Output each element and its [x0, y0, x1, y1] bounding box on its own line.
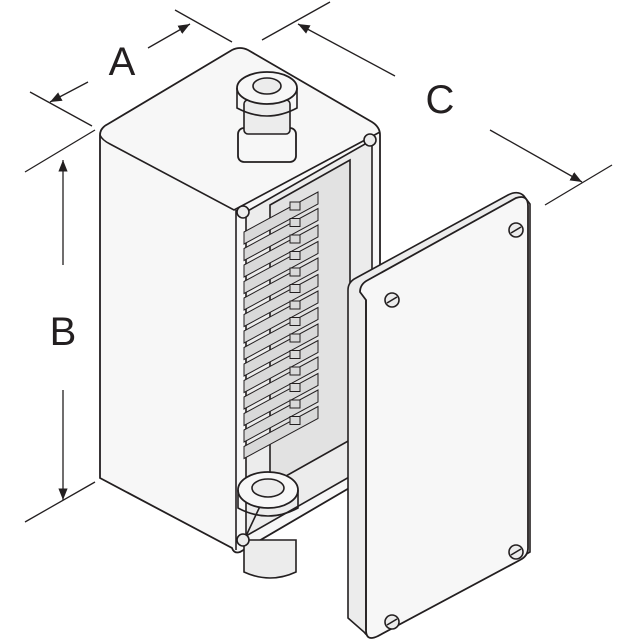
dimension-b: B: [24, 129, 96, 523]
terminal-screw: [289, 333, 301, 343]
screw-icon: [236, 205, 250, 219]
terminal-screw: [289, 218, 301, 227]
screw-icon: [508, 222, 524, 238]
terminal-screw: [289, 300, 301, 310]
terminal-block-strip: [243, 191, 319, 460]
body-screws: [236, 133, 377, 547]
dimension-label-b: B: [50, 310, 77, 354]
terminal-screw: [289, 383, 301, 392]
terminal-screw: [289, 317, 301, 326]
terminal-screw: [289, 399, 301, 409]
terminal-screw: [289, 267, 301, 277]
terminal-screw: [289, 350, 301, 359]
screw-icon: [384, 292, 400, 308]
terminal-screw: [289, 234, 301, 244]
dimension-c: C: [261, 1, 613, 206]
screw-icon: [384, 614, 400, 630]
lid-screws: [384, 222, 524, 630]
terminal-screw: [289, 284, 301, 293]
dimension-a: A: [29, 9, 233, 127]
dimension-label-a: A: [109, 40, 136, 84]
terminal-screw: [289, 416, 301, 425]
terminal-screw: [289, 366, 301, 376]
screw-icon: [236, 533, 250, 547]
terminal-screw: [289, 201, 301, 211]
terminal-screw: [289, 251, 301, 260]
cable-gland-bottom: [237, 471, 299, 579]
screw-icon: [363, 133, 377, 147]
enclosure-body: [99, 47, 381, 554]
dimension-label-c: C: [426, 78, 455, 122]
cable-gland-top: [236, 71, 298, 163]
screw-icon: [508, 544, 524, 560]
